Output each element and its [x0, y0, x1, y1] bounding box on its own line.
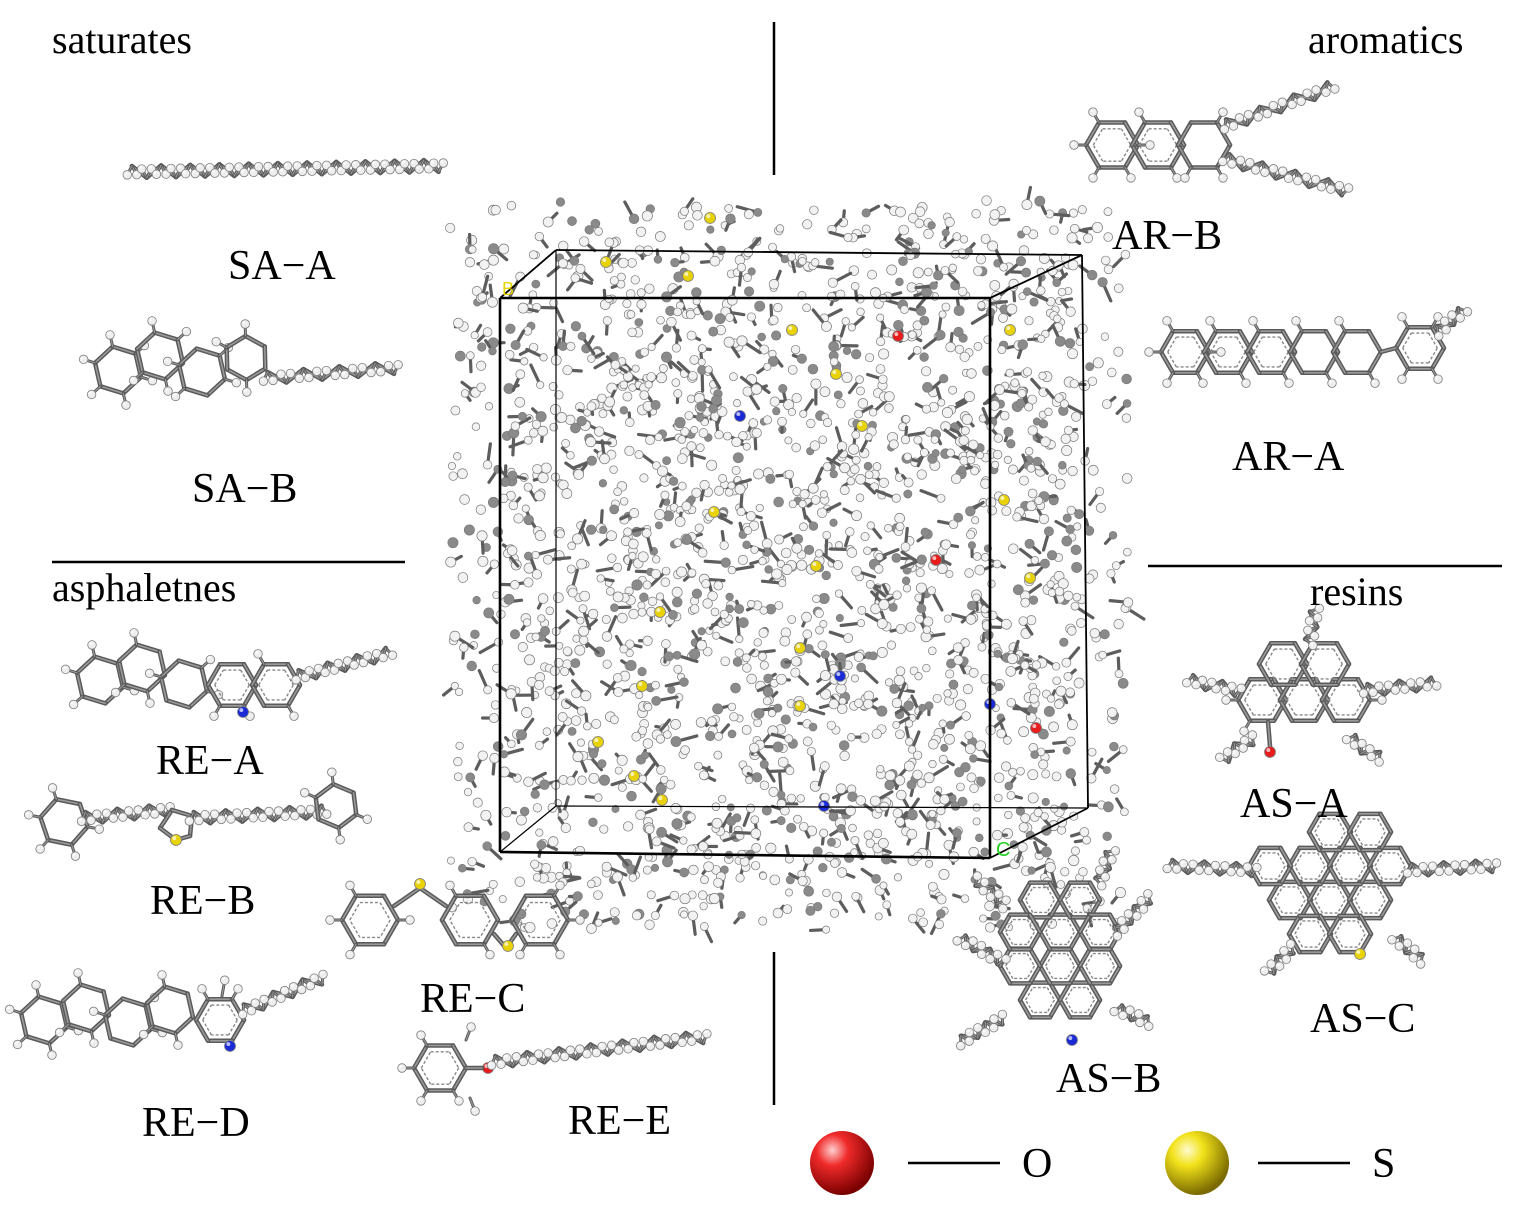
legend-sulfur-label: S — [1372, 1141, 1396, 1187]
molecule-re-e — [397, 1022, 712, 1116]
molecule-ar-b — [1069, 80, 1354, 198]
label-sa-b: SA−B — [192, 466, 298, 512]
molecule-re-a — [60, 628, 398, 721]
axis-label-c: C — [996, 839, 1011, 861]
label-as-a: AS−A — [1240, 781, 1348, 827]
label-re-c: RE−C — [420, 976, 526, 1022]
molecule-re-c — [325, 878, 585, 960]
axis-label-b: B — [502, 279, 515, 299]
molecule-as-a — [1181, 603, 1442, 767]
legend-oxygen-label: O — [1022, 1141, 1053, 1187]
molecule-as-c — [1162, 811, 1502, 976]
label-as-c: AS−C — [1310, 996, 1416, 1042]
label-sa-a: SA−A — [228, 243, 336, 289]
label-re-d: RE−D — [142, 1100, 250, 1146]
molecule-re-d — [4, 968, 328, 1060]
label-ar-b: AR−B — [1112, 213, 1223, 259]
category-asphaltenes: asphaletnes — [52, 565, 237, 610]
label-re-e: RE−E — [568, 1098, 672, 1144]
molecule-ar-a — [1144, 305, 1473, 388]
molecule-sa-a — [122, 157, 448, 180]
label-re-b: RE−B — [150, 878, 256, 924]
category-aromatics: aromatics — [1308, 17, 1464, 62]
label-as-b: AS−B — [1056, 1056, 1162, 1102]
molecule-as-b — [952, 846, 1154, 1051]
molecule-re-b — [24, 767, 373, 861]
category-resins: resins — [1310, 569, 1404, 614]
molecule-sa-b — [78, 316, 403, 410]
legend-oxygen-sphere — [810, 1131, 874, 1195]
category-saturates: saturates — [52, 17, 192, 62]
label-ar-a: AR−A — [1232, 434, 1345, 480]
cell-box — [498, 249, 1089, 860]
legend-sulfur-sphere — [1165, 1131, 1229, 1195]
label-re-a: RE−A — [156, 738, 264, 784]
